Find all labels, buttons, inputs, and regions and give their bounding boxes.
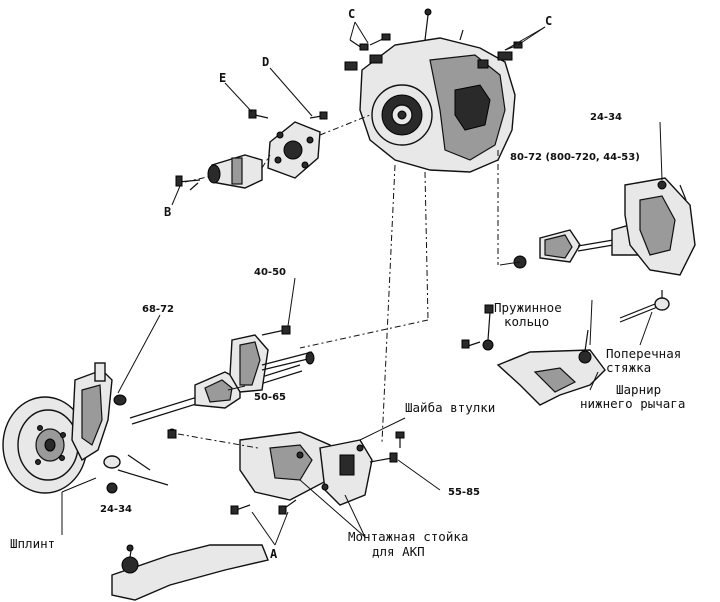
left-lower-arm bbox=[111, 544, 269, 601]
torque-68-72: 68-72 bbox=[142, 304, 174, 315]
label-c-right: C bbox=[545, 14, 552, 28]
transaxle-mount bbox=[167, 429, 405, 515]
label-mount-line2: для АКП bbox=[372, 544, 425, 559]
label-cotter-pin: Шплинт bbox=[10, 536, 55, 551]
torque-50-65: 50-65 bbox=[254, 392, 286, 403]
label-lower-arm-joint-line2: нижнего рычага bbox=[580, 396, 685, 411]
label-spring-ring-line1: Пружинное bbox=[494, 300, 562, 315]
bolt-c-left bbox=[349, 33, 391, 51]
torque-24-34-bottom: 24-34 bbox=[100, 504, 132, 515]
label-a: A bbox=[270, 547, 278, 561]
label-b: B bbox=[164, 205, 171, 219]
right-tie-rod-end bbox=[619, 290, 670, 323]
label-lower-arm-joint-line1: Шарнир bbox=[616, 382, 661, 397]
label-tie-rod-line2: стяжка bbox=[606, 360, 651, 375]
torque-40-50: 40-50 bbox=[254, 267, 286, 278]
label-e: E bbox=[219, 71, 226, 85]
right-lower-arm bbox=[461, 304, 606, 406]
adapter-plate bbox=[267, 121, 321, 179]
torque-55-85: 55-85 bbox=[448, 487, 480, 498]
left-steering-knuckle bbox=[71, 362, 127, 462]
label-mount-line1: Монтажная стойка bbox=[348, 529, 468, 544]
label-c-left: C bbox=[348, 7, 355, 21]
label-tie-rod-line1: Поперечная bbox=[606, 346, 681, 361]
label-bushing-washer: Шайба втулки bbox=[405, 400, 495, 415]
left-brake-rotor bbox=[2, 396, 88, 494]
torque-24-34-top: 24-34 bbox=[590, 112, 622, 123]
left-drive-shaft bbox=[129, 334, 315, 438]
left-tie-rod-end bbox=[103, 454, 169, 494]
label-spring-ring-line2: кольцо bbox=[504, 314, 549, 329]
label-d: D bbox=[262, 55, 269, 69]
right-steering-knuckle bbox=[624, 177, 696, 276]
torque-80-72: 80-72 (800-720, 44-53) bbox=[510, 152, 640, 163]
transaxle-housing bbox=[344, 8, 516, 173]
starter-motor bbox=[207, 154, 263, 189]
